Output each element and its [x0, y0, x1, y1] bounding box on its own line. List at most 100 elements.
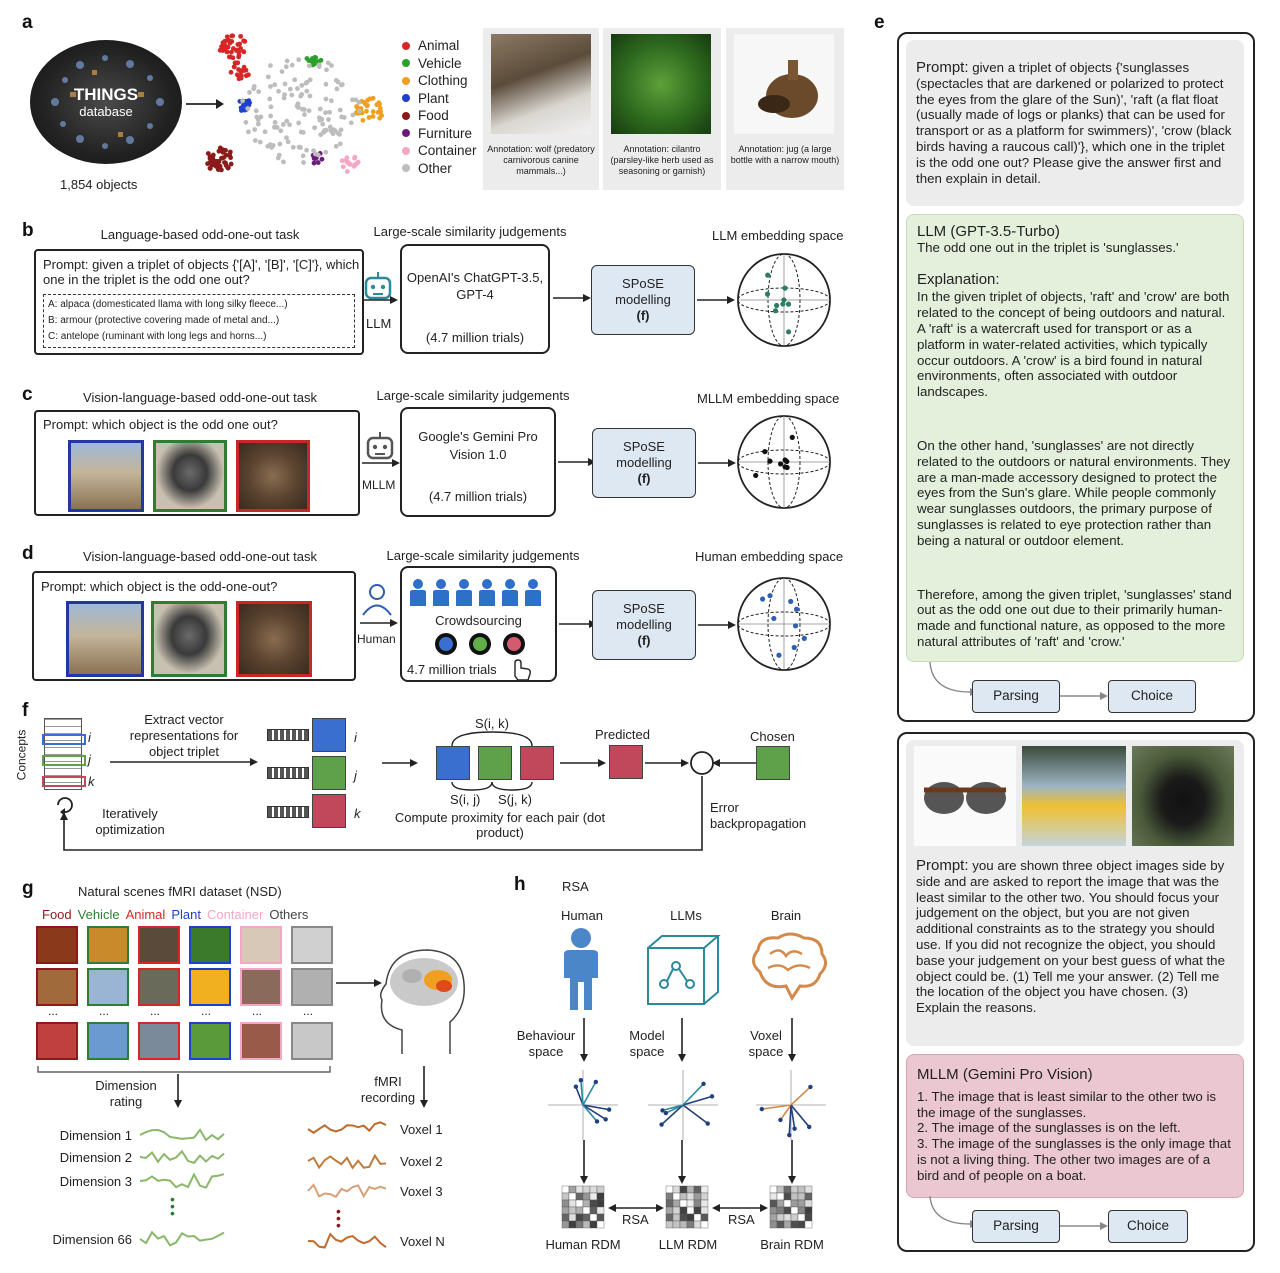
armour-photo	[151, 601, 227, 677]
tsne-point	[289, 62, 295, 68]
rdm-cell	[582, 1192, 591, 1201]
d-judgement-title: Large-scale similarity judgements	[386, 548, 580, 563]
category-label: Others	[269, 907, 309, 922]
tsne-point	[246, 98, 252, 104]
tsne-point	[268, 104, 274, 110]
vector-j	[267, 767, 309, 779]
tsne-point	[238, 33, 244, 39]
arrow-right-icon	[110, 758, 258, 766]
rdm-cell	[561, 1213, 570, 1222]
arrow-right-icon	[698, 459, 736, 467]
rdm-cell	[790, 1185, 799, 1194]
vector-tip	[660, 1108, 665, 1113]
brain-rdm	[769, 1185, 813, 1229]
b-option-a: A: alpaca (domesticated llama with long …	[48, 299, 288, 310]
sphere-point	[793, 606, 800, 612]
rdm-cell	[790, 1220, 799, 1229]
h-rsa-title: RSA	[562, 879, 589, 894]
tsne-point	[324, 67, 329, 73]
rdm-cell	[783, 1192, 792, 1201]
parsing-button: Parsing	[972, 680, 1060, 713]
rdm-cell	[589, 1206, 598, 1215]
rdm-cell	[769, 1185, 778, 1194]
tsne-point	[344, 155, 350, 161]
vector-arrow	[662, 1104, 684, 1112]
vector-tip	[787, 1132, 792, 1138]
category-label: Plant	[171, 907, 201, 922]
f-sij: S(i, j)	[450, 792, 481, 807]
rdm-cell	[665, 1206, 674, 1215]
dimension-label: Dimension 66	[52, 1232, 133, 1247]
legend-dot	[402, 111, 410, 120]
category-label: Food	[42, 907, 72, 922]
rdm-cell	[589, 1199, 598, 1208]
rdm-cell	[769, 1213, 778, 1222]
grid-ellipsis: ...	[303, 1004, 314, 1018]
sphere-point	[789, 434, 795, 440]
object-count: 1,854 objects	[60, 177, 138, 192]
legend-item: Furniture	[402, 125, 477, 143]
tsne-point	[307, 93, 313, 99]
dimension-label: Dimension 1	[59, 1128, 132, 1143]
tsne-point	[364, 108, 369, 114]
vector-arrow	[790, 1104, 810, 1128]
person-icon	[564, 928, 598, 1010]
behaviour-vectors	[548, 1070, 618, 1140]
brain-icon	[752, 932, 827, 1001]
f-vec-i: i	[354, 730, 357, 745]
d-space-title: Human embedding space	[695, 549, 844, 564]
rdm-cell	[568, 1213, 577, 1222]
tsne-point	[254, 114, 260, 120]
vector-arrow	[790, 1086, 811, 1106]
c-model-line1: Google's Gemini Pro	[418, 429, 538, 444]
vector-tip	[759, 1106, 765, 1112]
tsne-point	[375, 110, 381, 115]
tsne-point	[304, 147, 309, 153]
legend-item: Container	[402, 142, 477, 160]
tsne-point	[344, 159, 350, 165]
rdm-cell	[790, 1199, 799, 1208]
tsne-point	[276, 88, 281, 94]
tsne-point	[268, 84, 273, 89]
tsne-point	[327, 124, 333, 130]
sphere-point	[774, 302, 780, 309]
rdm-cell	[804, 1192, 813, 1201]
alpaca-photo	[66, 601, 144, 677]
d-trials: 4.7 million trials	[407, 662, 497, 677]
choice-buttons-icon	[435, 633, 525, 655]
sphere-point	[759, 596, 766, 602]
tsne-point	[306, 63, 312, 69]
b-judgement-title: Large-scale similarity judgements	[373, 224, 567, 239]
tsne-point	[356, 108, 362, 114]
row-highlight-k	[42, 776, 86, 787]
tsne-point	[207, 156, 213, 161]
legend-dot	[402, 94, 410, 103]
rdm-cell	[665, 1185, 674, 1194]
chosen-block	[756, 746, 790, 780]
sphere-point	[767, 458, 773, 464]
legend-label: Vehicle	[418, 55, 462, 71]
concepts-label: Concepts	[14, 729, 29, 781]
nsd-thumbnail	[240, 926, 282, 964]
tsne-point	[354, 104, 360, 109]
tsne-point	[296, 105, 301, 110]
tsne-point	[231, 64, 237, 70]
rdm-cell	[769, 1220, 778, 1229]
rdm-cell	[797, 1192, 806, 1201]
tsne-point	[311, 148, 316, 154]
llm-rdm	[665, 1185, 709, 1229]
tsne-point	[213, 163, 219, 169]
sphere-point	[785, 301, 792, 307]
sphere-point	[782, 285, 788, 291]
rdm-cell	[783, 1220, 792, 1229]
wolf-photo	[491, 34, 591, 134]
mllm-title: MLLM (Gemini Pro Vision)	[917, 1066, 1093, 1083]
person-body	[525, 590, 541, 606]
tsne-point	[316, 115, 322, 121]
embedding-sphere	[737, 577, 831, 671]
c-agent-label: MLLM	[362, 478, 396, 492]
sphere-point	[792, 623, 799, 629]
h-space-behaviour: Behaviour space	[516, 1028, 576, 1059]
tsne-point	[370, 109, 376, 115]
person-body	[479, 590, 495, 606]
